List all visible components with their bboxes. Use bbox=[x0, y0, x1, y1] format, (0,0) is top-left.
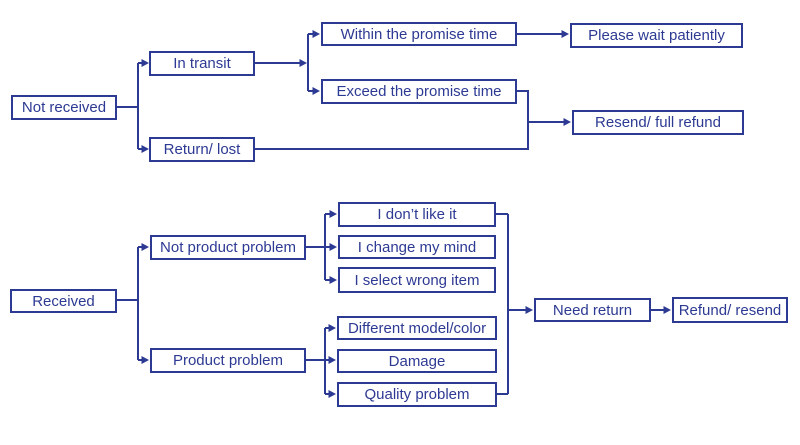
node-refund-resend: Refund/ resend bbox=[672, 297, 788, 323]
node-in-transit: In transit bbox=[149, 51, 255, 76]
node-received: Received bbox=[10, 289, 117, 313]
node-not-received: Not received bbox=[11, 95, 117, 120]
node-please-wait-patiently: Please wait patiently bbox=[570, 23, 743, 48]
node-i-dont-like-it: I don’t like it bbox=[338, 202, 496, 227]
node-damage: Damage bbox=[337, 349, 497, 373]
node-not-product-problem: Not product problem bbox=[150, 235, 306, 260]
node-need-return: Need return bbox=[534, 298, 651, 322]
node-i-select-wrong-item: I select wrong item bbox=[338, 267, 496, 293]
node-within-promise-time: Within the promise time bbox=[321, 22, 517, 46]
node-i-change-my-mind: I change my mind bbox=[338, 235, 496, 259]
node-return-lost: Return/ lost bbox=[149, 137, 255, 162]
node-exceed-promise-time: Exceed the promise time bbox=[321, 79, 517, 104]
node-quality-problem: Quality problem bbox=[337, 382, 497, 407]
node-product-problem: Product problem bbox=[150, 348, 306, 373]
node-different-model-color: Different model/color bbox=[337, 316, 497, 340]
edge-exceed-returnlost-merge bbox=[255, 90, 529, 150]
node-resend-full-refund: Resend/ full refund bbox=[572, 110, 744, 135]
